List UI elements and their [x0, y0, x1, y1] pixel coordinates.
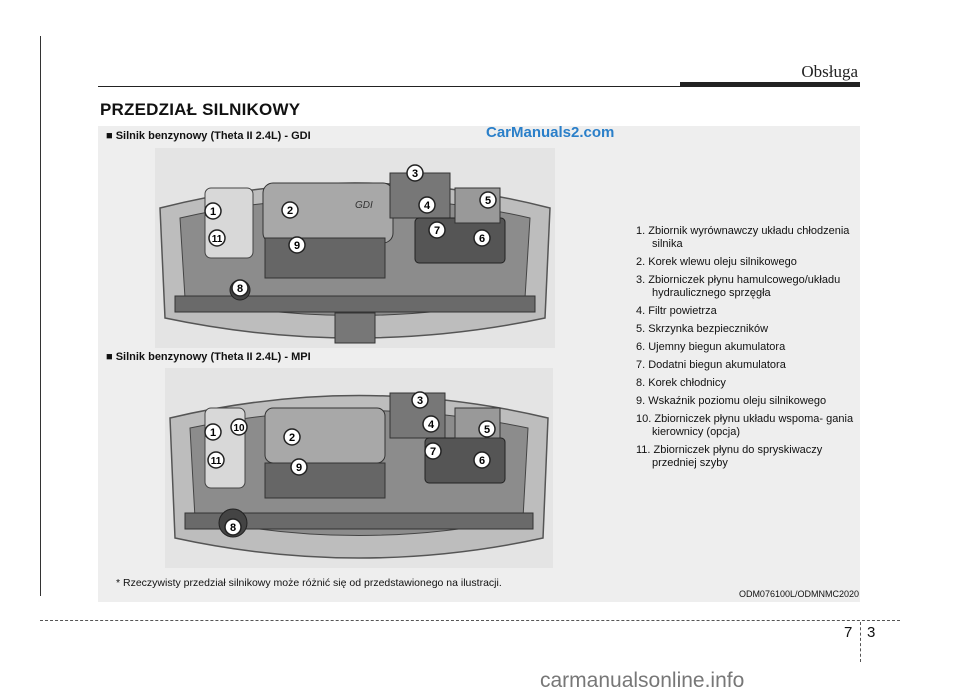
mpi-callout-badge: 4	[422, 415, 440, 433]
gdi-callout-badge: 6	[473, 229, 491, 247]
chapter-title: Obsługa	[801, 62, 858, 81]
component-legend: 1. Zbiornik wyrównawczy układu chłodzeni…	[636, 225, 866, 475]
gdi-callout-badge: 9	[288, 236, 306, 254]
header-rule-accent	[680, 82, 860, 87]
gdi-callout-badge: 8	[231, 279, 249, 297]
mpi-callout-badge: 2	[283, 428, 301, 446]
gdi-callout-label: 8	[237, 283, 243, 295]
legend-item: 9. Wskaźnik poziomu oleju silnikowego	[636, 395, 827, 407]
gdi-callout-label: 3	[412, 168, 418, 180]
gdi-engine-illustration: GDI 1 2 3 4 5 6 7 8 9 11	[155, 148, 555, 348]
gdi-callout-label: 6	[479, 233, 485, 245]
footnote: * Rzeczywisty przedział silnikowy może r…	[116, 577, 502, 589]
mpi-callout-label: 5	[484, 424, 490, 436]
legend-item: 6. Ujemny biegun akumulatora	[636, 341, 786, 353]
page-number: 3	[867, 624, 876, 641]
gdi-callout-badge: 2	[281, 201, 299, 219]
section-title: PRZEDZIAŁ SILNIKOWY	[100, 100, 301, 119]
gdi-cover-label: GDI	[355, 200, 373, 211]
mpi-callout-badge: 9	[290, 458, 308, 476]
mpi-callout-label: 7	[430, 446, 436, 458]
gdi-callout-label: 9	[294, 240, 300, 252]
mpi-callout-badge: 3	[411, 391, 429, 409]
mpi-callout-label: 3	[417, 395, 423, 407]
page-number-divider	[860, 622, 861, 662]
image-code: ODM076100L/ODMNMC2020	[738, 589, 859, 599]
gdi-callout-badge: 3	[406, 164, 424, 182]
mpi-callout-label: 4	[428, 419, 435, 431]
legend-item: 11. Zbiorniczek płynu do spryskiwaczy pr…	[636, 444, 823, 469]
mpi-callout-badge: 5	[478, 420, 496, 438]
gdi-callout-label: 5	[485, 195, 491, 207]
mpi-callout-label: 9	[296, 462, 302, 474]
mpi-callout-badge: 6	[473, 451, 491, 469]
gdi-callout-badge: 7	[428, 221, 446, 239]
mpi-callout-badge: 7	[424, 442, 442, 460]
gdi-callout-label: 4	[424, 200, 431, 212]
gdi-callout-badge: 1	[204, 202, 222, 220]
gdi-callout-badge: 4	[418, 196, 436, 214]
legend-item: 1. Zbiornik wyrównawczy układu chłodzeni…	[636, 225, 850, 250]
gdi-callout-label: 1	[210, 206, 216, 218]
watermark-top: CarManuals2.com	[486, 124, 615, 141]
legend-item: 10. Zbiorniczek płynu układu wspoma- gan…	[636, 413, 854, 438]
mpi-callout-badge: 1	[204, 423, 222, 441]
header-rule	[98, 86, 860, 87]
gdi-callout-label: 7	[434, 225, 440, 237]
mpi-engine-illustration: 1 10 2 3 4 5 6 7 8 9 11	[165, 368, 553, 568]
legend-item: 4. Filtr powietrza	[636, 305, 717, 317]
legend-item: 7. Dodatni biegun akumulatora	[636, 359, 786, 371]
mpi-callout-label: 2	[289, 432, 295, 444]
footer-dashed-rule	[40, 620, 900, 621]
gdi-callout-badge: 11	[208, 229, 226, 247]
mpi-callout-label: 6	[479, 455, 485, 467]
mpi-callout-label: 11	[211, 456, 222, 467]
legend-item: 3. Zbiorniczek płynu hamulcowego/układu …	[636, 274, 841, 299]
mpi-callout-badge: 11	[207, 451, 225, 469]
legend-item: 5. Skrzynka bezpieczników	[636, 323, 769, 335]
gdi-callout-label: 2	[287, 205, 293, 217]
mpi-callout-label: 1	[210, 427, 216, 439]
gdi-callout-label: 11	[212, 234, 223, 245]
left-margin-line	[40, 36, 41, 596]
mpi-engine-heading: ■ Silnik benzynowy (Theta II 2.4L) - MPI	[106, 351, 311, 363]
page-chapter-number: 7	[844, 624, 853, 641]
gdi-callout-badge: 5	[479, 191, 497, 209]
mpi-callout-label: 8	[230, 522, 236, 534]
legend-item: 2. Korek wlewu oleju silnikowego	[636, 256, 797, 268]
mpi-callout-badge: 10	[230, 418, 248, 436]
legend-item: 8. Korek chłodnicy	[636, 377, 726, 389]
mpi-callout-badge: 8	[224, 518, 242, 536]
watermark-bottom: carmanualsonline.info	[540, 669, 745, 692]
mpi-callout-label: 10	[233, 423, 245, 434]
gdi-engine-heading: ■ Silnik benzynowy (Theta II 2.4L) - GDI	[106, 130, 311, 142]
